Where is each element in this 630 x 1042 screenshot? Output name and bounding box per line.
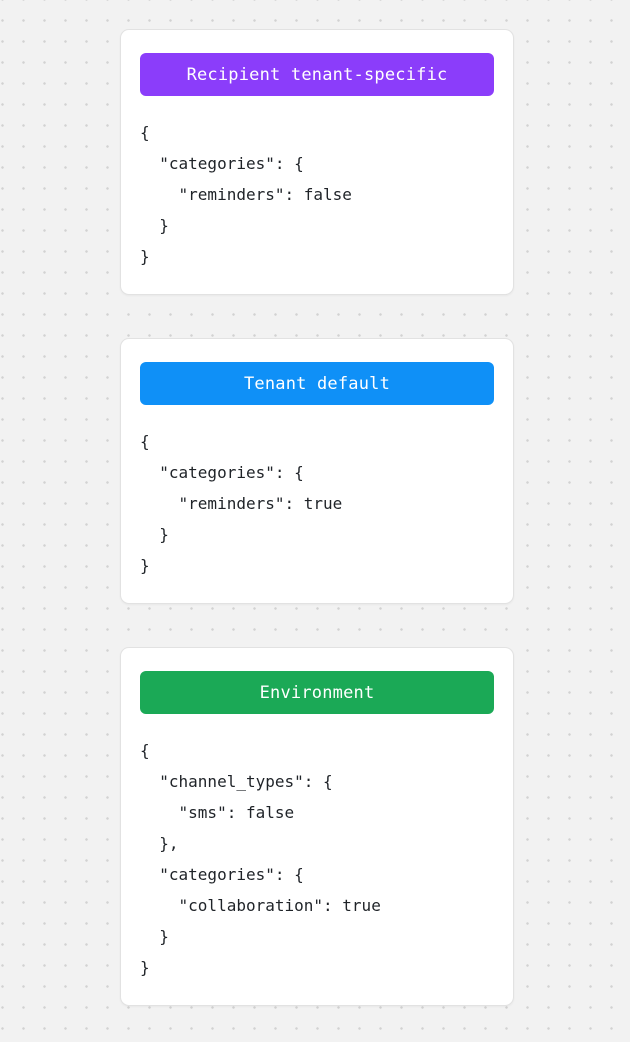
card-code-environment: { "channel_types": { "sms": false }, "ca… — [140, 741, 381, 977]
card-header-environment: Environment — [140, 671, 494, 714]
preference-card-tenant-default: Tenant default { "categories": { "remind… — [120, 338, 514, 604]
card-code-recipient-tenant-specific: { "categories": { "reminders": false } } — [140, 123, 352, 266]
preference-card-recipient-tenant-specific: Recipient tenant-specific { "categories"… — [120, 29, 514, 295]
card-code-tenant-default: { "categories": { "reminders": true } } — [140, 432, 343, 575]
card-header-recipient-tenant-specific: Recipient tenant-specific — [140, 53, 494, 96]
card-header-tenant-default: Tenant default — [140, 362, 494, 405]
preference-card-environment: Environment { "channel_types": { "sms": … — [120, 647, 514, 1006]
preference-layer-card-stack: Recipient tenant-specific { "categories"… — [120, 29, 514, 1006]
